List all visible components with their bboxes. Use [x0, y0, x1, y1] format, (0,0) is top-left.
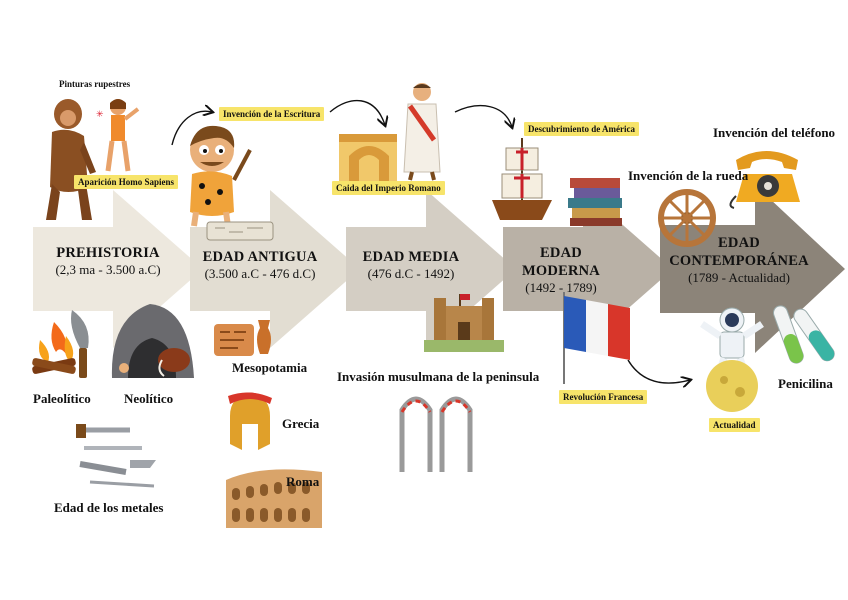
books-icon [568, 178, 622, 226]
label-neolitico: Neolítico [124, 391, 174, 406]
cave-painting-icon: ✳ [96, 99, 140, 172]
era-title: EDAD MODERNA [522, 245, 600, 280]
tag-actualidad: Actualidad [709, 418, 760, 432]
era-title: PREHISTORIA [56, 245, 160, 261]
label-invasion-musulmana: Invasión musulmana de la peninsula [337, 369, 540, 384]
era-edad-media: EDAD MEDIA (476 d.C - 1492) [346, 248, 476, 282]
era-range: (2,3 ma - 3.500 a.C) [55, 262, 161, 278]
arches-icon [399, 396, 473, 472]
label-grecia: Grecia [282, 416, 320, 431]
telephone-icon [729, 151, 800, 209]
arrow-edad-moderna [503, 190, 703, 348]
label-roma: Roma [286, 474, 320, 489]
label-mesopotamia: Mesopotamia [232, 360, 308, 375]
era-range: (1492 - 1789) [525, 280, 597, 296]
tag-invencion-escritura: Invención de la Escritura [219, 107, 325, 121]
caveman-icon [190, 125, 252, 227]
label-paleolitico: Paleolítico [33, 391, 91, 406]
test-tubes-icon [773, 305, 835, 364]
era-edad-moderna: EDAD MODERNA (1492 - 1789) [503, 244, 619, 297]
label-pinturas-rupestres: Pinturas rupestres [59, 79, 131, 89]
era-title-line2: CONTEMPORÁNEA [669, 253, 809, 270]
colosseum-icon [226, 469, 322, 528]
era-edad-contemporanea: EDAD CONTEMPORÁNEA (1789 - Actualidad) [664, 234, 814, 287]
castle-icon [424, 294, 504, 352]
era-edad-antigua: EDAD ANTIGUA (3.500 a.C - 476 d.C) [190, 248, 330, 282]
tag-caida-imperio-romano: Caida del Imperio Romano [332, 181, 445, 195]
label-invencion-rueda: Invención de la rueda [628, 168, 749, 183]
metal-tools-icon [76, 424, 156, 488]
era-title: EDAD ANTIGUA [202, 249, 318, 265]
wheel-icon [658, 189, 716, 247]
stone-knife-icon [71, 310, 89, 378]
tag-revolucion-francesa: Revolución Francesa [559, 390, 648, 404]
era-range: (476 d.C - 1492) [367, 266, 455, 282]
era-range: (3.500 a.C - 476 d.C) [204, 266, 316, 282]
label-edad-metales: Edad de los metales [54, 500, 164, 515]
arch-ruins-icon [339, 134, 397, 184]
era-prehistoria: PREHISTORIA (2,3 ma - 3.500 a.C) [33, 244, 183, 278]
ape-icon [46, 99, 96, 220]
campfire-icon [32, 322, 76, 374]
label-invencion-telefono: Invención del teléfono [713, 125, 836, 140]
arrow-edad-media [346, 190, 546, 348]
label-penicilina: Penicilina [778, 376, 833, 391]
tag-descubrimiento-america: Descubrimiento de América [524, 122, 639, 136]
caravel-ship-icon [492, 138, 552, 220]
clay-tablet-icon [214, 320, 271, 356]
astronaut-icon [700, 307, 764, 412]
era-range: (1789 - Actualidad) [688, 270, 790, 286]
spartan-helmet-icon [228, 392, 272, 450]
roman-senator-icon [403, 83, 441, 181]
stone-tablet-icon [206, 221, 274, 241]
arrow-prehistoria [33, 190, 233, 348]
mammoth-icon [111, 304, 194, 378]
era-title-line1: EDAD [718, 235, 760, 251]
era-title: EDAD MEDIA [362, 249, 460, 265]
tag-homo-sapiens: Aparición Homo Sapiens [74, 175, 179, 189]
french-flag-icon [563, 292, 630, 384]
svg-text:✳: ✳ [96, 109, 104, 119]
